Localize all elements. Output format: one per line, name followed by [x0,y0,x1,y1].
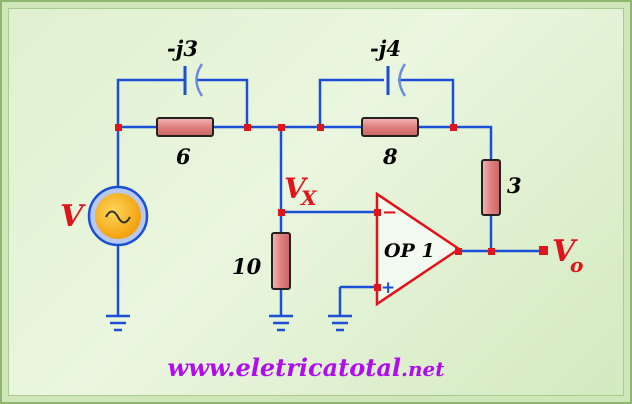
resistor-3 [481,159,501,216]
resistor-10 [271,232,291,290]
voltage-source [87,185,149,247]
node-vx-subscript: X [299,186,318,210]
capacitor-j4 [386,63,407,97]
output-label: V [552,234,578,269]
resistor-8 [361,117,419,137]
website-main: www.eletricatotal [168,353,401,382]
opamp-plus-label: + [381,278,395,298]
website-url: www.eletricatotal.net [168,353,446,382]
resistor-6-label: 6 [176,144,191,169]
node-vx-label: V [284,172,309,205]
website-tld: .net [401,357,445,381]
wires [116,78,542,316]
source-label: V [60,199,86,234]
resistor-10-label: 10 [232,254,262,279]
ground-icons [106,314,352,332]
capacitor-j3 [183,63,204,97]
resistor-6 [156,117,214,137]
resistor-3-label: 3 [507,173,522,198]
ac-wave-icon [105,210,131,224]
capacitor-j4-label: -j4 [370,36,401,61]
capacitor-j3-label: -j3 [167,36,198,61]
circuit-nodes [115,124,548,291]
opamp-minus-label: − [382,202,397,223]
resistor-8-label: 8 [382,144,398,169]
output-subscript: o [570,253,583,277]
opamp-label: OP 1 [384,240,435,262]
op-amp [375,191,462,307]
